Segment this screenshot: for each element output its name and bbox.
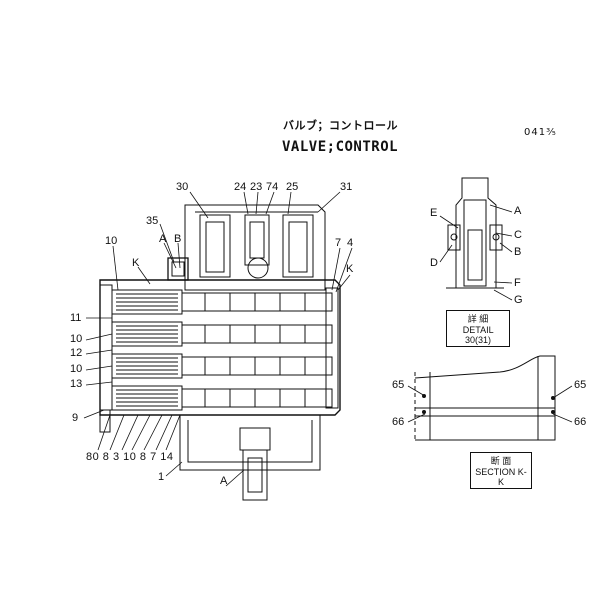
callout-b: B [174,233,182,245]
section-label-ref: K-K [497,467,527,487]
detail-label-box: 詳 細 DETAIL 30(31) [446,310,510,347]
callout-11: 11 [70,312,82,324]
detail-callout-b: B [514,246,522,258]
section-label-japanese: 断 面 [490,456,512,466]
section-callout-65-right: 65 [574,379,587,391]
callout-9: 9 [72,412,79,424]
main-block [99,279,341,416]
spool-row-3 [111,353,333,379]
callout-4: 4 [347,237,354,249]
section-drawing [407,355,573,441]
detail-callout-c: C [514,229,522,241]
section-callout-66-right: 66 [574,416,587,428]
callout-24: 24 [234,181,247,193]
detail-drawing [439,177,513,301]
callout-a-bottom: A [220,475,228,487]
detail-callout-d: D [430,257,438,269]
end-cap-left [99,284,113,411]
callout-30: 30 [176,181,189,193]
section-label-box: 断 面 SECTION K-K [470,452,532,489]
section-callout-65-left: 65 [392,379,405,391]
side-valve-35 [167,257,189,281]
detail-callout-e: E [430,207,438,219]
page-code: 041⅗ [524,127,557,138]
callout-k-left: K [132,257,140,269]
detail-callout-g: G [514,294,523,306]
callout-74: 74 [266,181,279,193]
top-housing [184,204,326,291]
spool-row-2 [111,321,333,347]
title-japanese: バルブ；コントロール [283,119,398,132]
callout-a: A [159,233,167,245]
cartridge-24 [244,214,270,266]
detail-label-ref: 30(31) [464,335,491,345]
detail-callout-a: A [514,205,522,217]
callout-7: 7 [335,237,342,249]
cartridge-31 [282,214,314,278]
detail-label-japanese: 詳 細 [467,314,489,324]
callout-31: 31 [340,181,353,193]
callout-1: 1 [158,471,165,483]
detail-callout-f: F [514,277,521,289]
cartridge-30 [199,214,231,278]
title-english: VALVE;CONTROL [282,139,399,155]
callout-bottom-row: 80 8 3 10 8 7 14 [86,451,174,463]
detail-label-english: DETAIL [462,325,494,335]
callout-13: 13 [70,378,83,390]
callout-35: 35 [146,215,159,227]
spool-row-4 [111,385,333,411]
callout-23: 23 [250,181,263,193]
callout-25: 25 [286,181,299,193]
callout-k-right: K [346,263,354,275]
callout-10-mid: 10 [70,333,83,345]
section-label-english: SECTION [475,467,516,477]
callout-10-top: 10 [105,235,118,247]
section-callout-66-left: 66 [392,416,405,428]
callout-12: 12 [70,347,83,359]
callout-10-low: 10 [70,363,83,375]
spool-row-1 [111,289,333,315]
